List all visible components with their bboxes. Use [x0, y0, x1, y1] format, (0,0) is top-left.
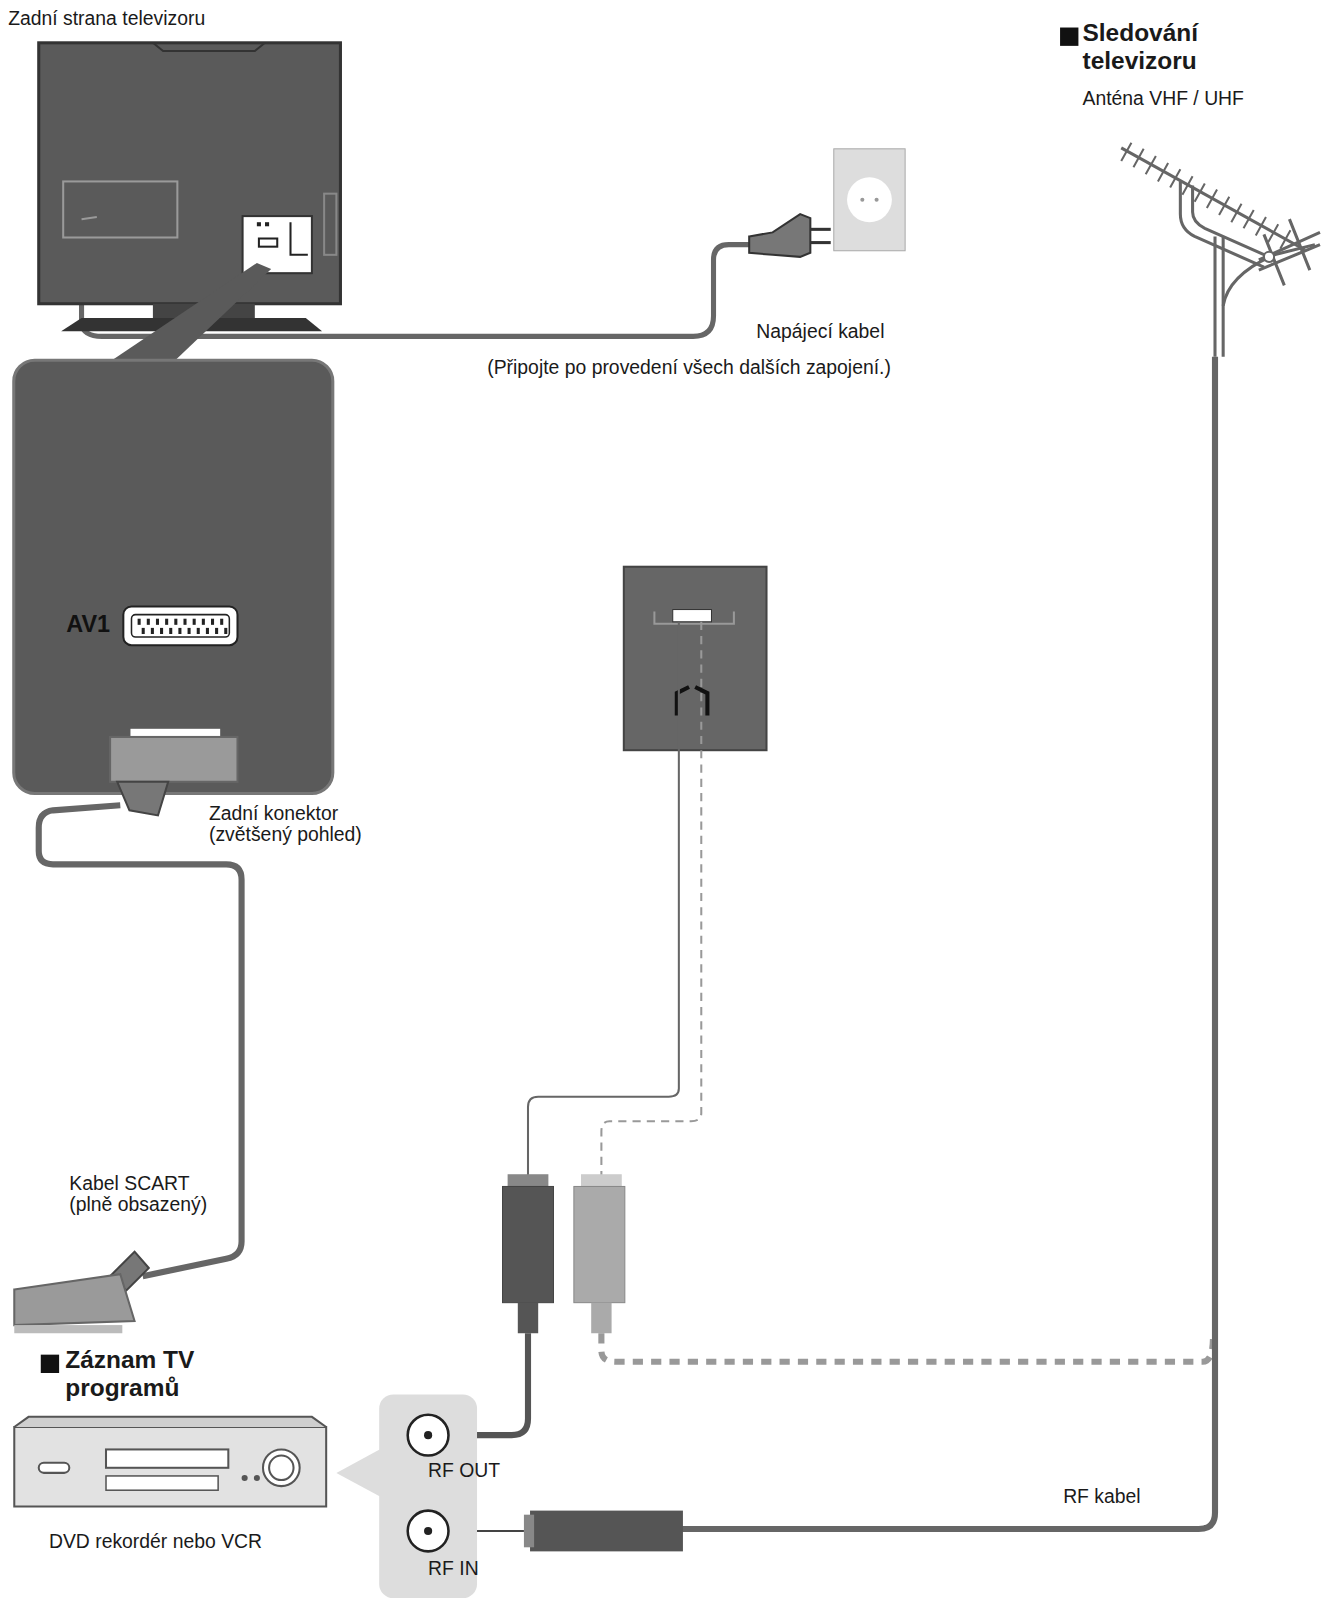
- port-label: AV1: [66, 611, 110, 639]
- connector-panel: AV1: [12, 359, 334, 795]
- note-label: (Připojte po provedení všech dalších zap…: [487, 357, 891, 378]
- antenna-label: Anténa VHF / UHF: [1082, 88, 1243, 109]
- port-label: RF OUT: [428, 1460, 500, 1482]
- rf-panel: RF OUTRF IN: [379, 1394, 477, 1598]
- cable-label: RF kabel: [1063, 1486, 1140, 1507]
- scart-symbols: [15, 362, 337, 841]
- section-heading: Záznam TV programů: [65, 1345, 218, 1402]
- section-heading: Sledování televizoru: [1082, 18, 1235, 75]
- caption-label: Zadní strana televizoru: [8, 8, 205, 29]
- cable-label: Kabel SCART (plně obsazený): [69, 1172, 227, 1215]
- cable-label: Napájecí kabel: [756, 321, 884, 342]
- port-label: RF IN: [428, 1557, 479, 1579]
- device-label: DVD rekordér nebo VCR: [49, 1531, 262, 1552]
- connector-label: Zadní konektor (zvětšený pohled): [209, 802, 398, 845]
